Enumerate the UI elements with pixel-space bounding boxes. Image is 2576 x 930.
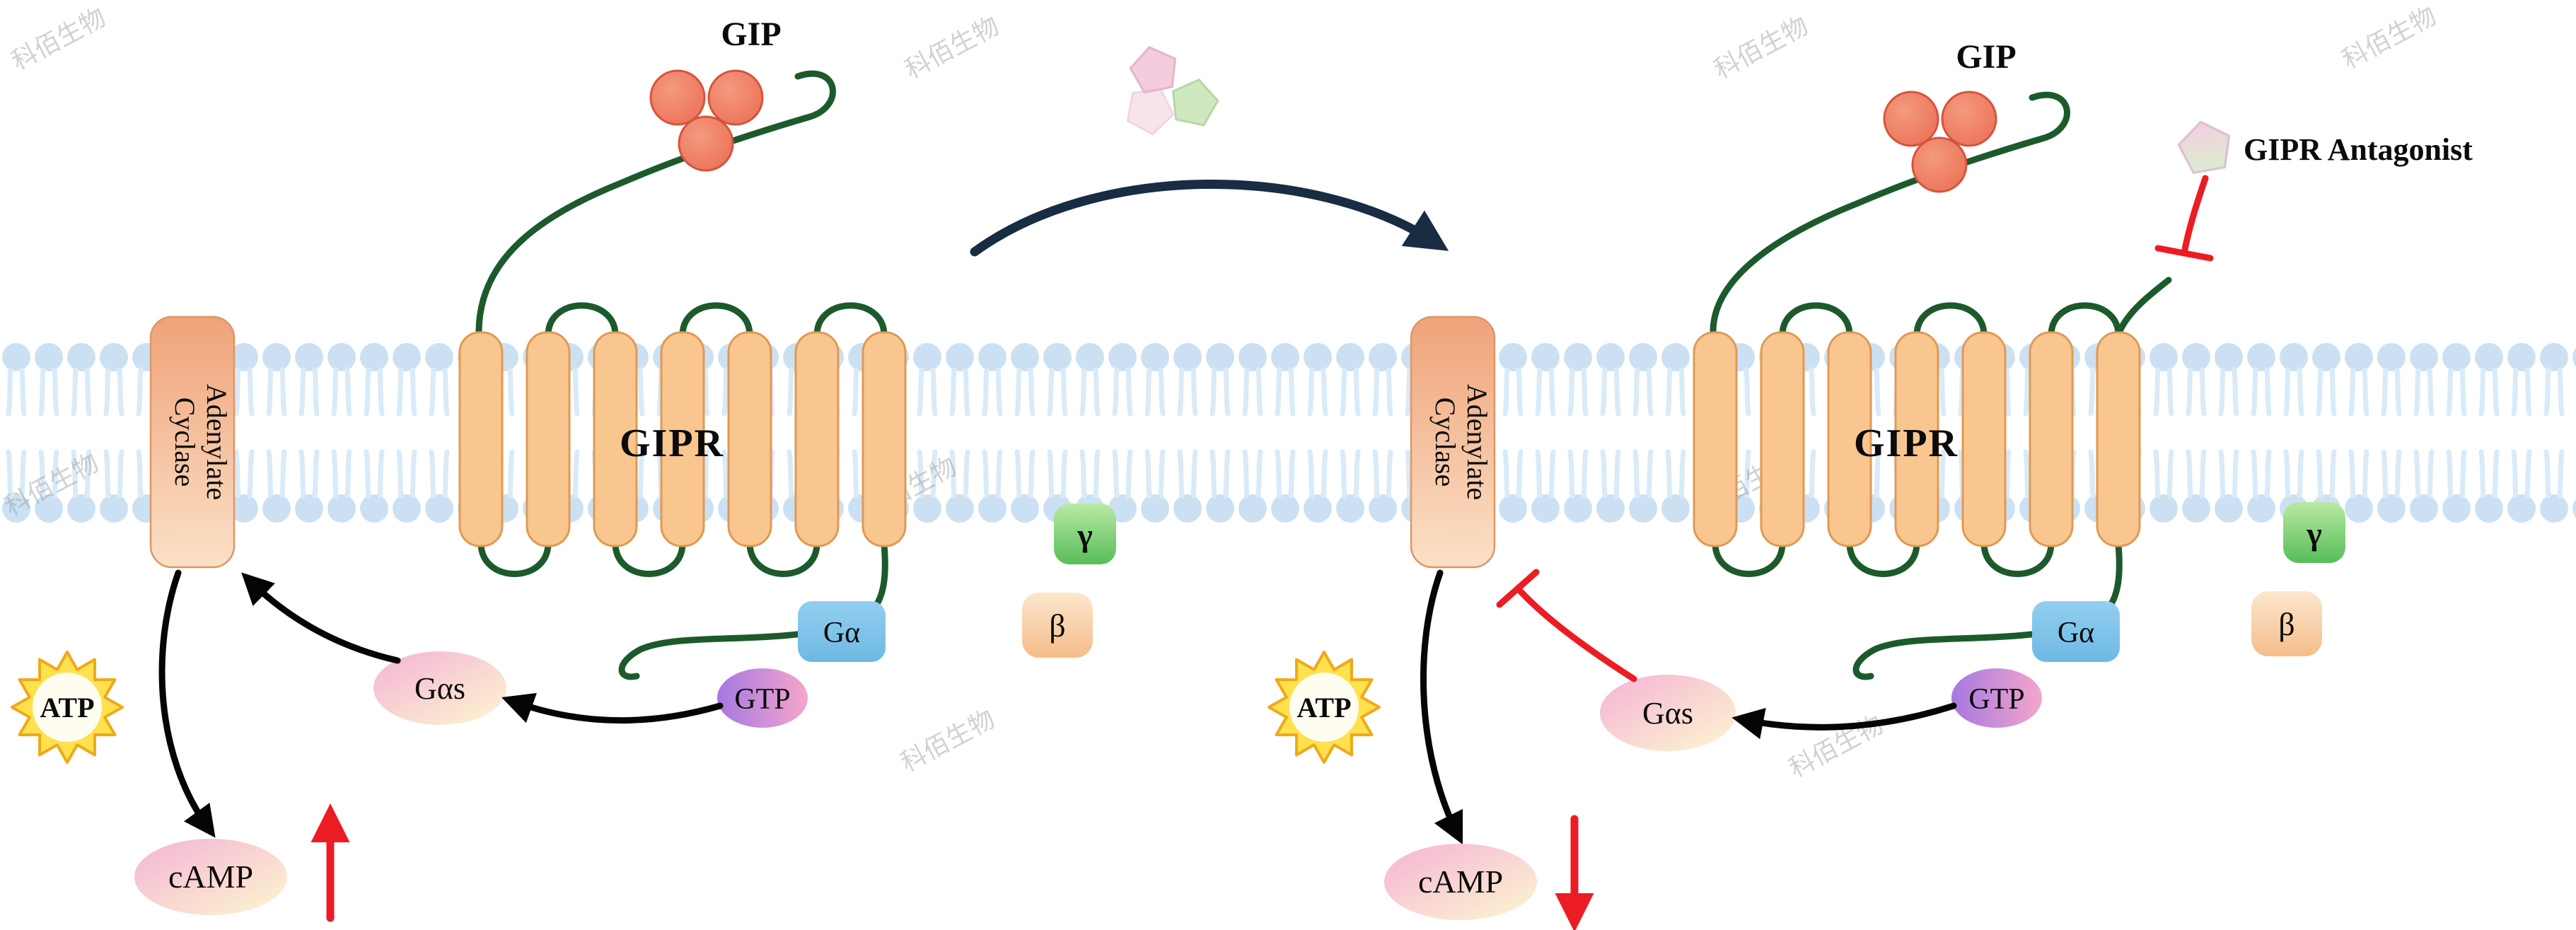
- receptor-ecd-tail: [2116, 277, 2172, 335]
- gip-ligand-circle: [707, 69, 764, 126]
- plasma-membrane: [0, 342, 2576, 524]
- beta-subunit: [2251, 591, 2322, 656]
- watermark-text: 科佰生物: [896, 704, 999, 778]
- antagonist-molecule-pentagon: [1125, 41, 1182, 96]
- receptor-intracellular-loop: [1712, 540, 1786, 577]
- receptor-c-terminal-tail: [618, 541, 888, 680]
- receptor-intracellular-loop: [746, 540, 820, 577]
- receptor-n-terminal-loop: [475, 70, 836, 335]
- gip-ligand-circle: [1883, 91, 1939, 147]
- receptor-extracellular-loop: [1779, 302, 1853, 339]
- adenylate-cyclase-label-line1: Adenylate: [1461, 384, 1493, 500]
- beta-label: β: [1049, 608, 1065, 644]
- antagonist-label: GIPR Antagonist: [2244, 132, 2473, 167]
- gip-label: GIP: [1956, 38, 2016, 76]
- g-alpha-s-subunit: [373, 651, 506, 725]
- arrow-gas-to-ac: [241, 572, 401, 664]
- gip-ligand-circle: [1911, 136, 1968, 193]
- tm-helix: [1693, 331, 1738, 547]
- tm-helix: [1760, 331, 1805, 547]
- watermark-text: 科佰生物: [7, 3, 110, 76]
- antagonist-molecule-pentagon: [1166, 74, 1223, 129]
- receptor-c-terminal-tail: [1852, 541, 2123, 680]
- gtp-molecule: [1951, 668, 2042, 728]
- camp-molecule: [134, 839, 287, 915]
- receptor-intracellular-loop: [612, 540, 686, 577]
- adenylate-cyclase-label-line1: Adenylate: [201, 384, 233, 500]
- g-alpha-label: Gα: [823, 617, 860, 649]
- tm-helix: [526, 331, 571, 547]
- left-panel-active-signaling: Adenylate Cyclase GIPR GIP γ β Gα GTP: [11, 16, 1116, 922]
- gip-label: GIP: [721, 16, 781, 53]
- tm-helix: [1827, 331, 1872, 547]
- adenylate-cyclase-label-line2: Cyclase: [1429, 397, 1461, 487]
- tm-helix: [660, 331, 705, 547]
- adenylate-cyclase-body: [149, 315, 236, 569]
- watermark-text: 科佰生物: [900, 11, 1004, 85]
- receptor-extracellular-loop: [545, 302, 619, 339]
- tm-helix: [2096, 331, 2141, 547]
- tm-helix: [1894, 331, 1939, 547]
- adenylate-cyclase-label-line2: Cyclase: [169, 397, 201, 487]
- transition-arrow: [970, 179, 1449, 257]
- arrow-ac-to-camp: [1420, 569, 1463, 845]
- receptor-extracellular-loop: [813, 302, 888, 339]
- g-alpha-s-subunit: [1600, 675, 1736, 751]
- beta-subunit: [1022, 593, 1093, 658]
- gtp-label: GTP: [734, 683, 790, 716]
- antagonist-inhibition-bar: [2154, 245, 2214, 262]
- g-alpha-s-label: Gαs: [1642, 696, 1693, 731]
- antagonist-pentagon: [2174, 116, 2236, 176]
- transition-to-antagonist: [970, 41, 1449, 257]
- tm-helix: [593, 331, 638, 547]
- receptor-extracellular-loop: [1913, 302, 1988, 339]
- gip-ligand-circle: [678, 115, 734, 172]
- receptor-extracellular-loop: [2048, 302, 2122, 339]
- gamma-subunit: [2283, 502, 2345, 563]
- g-alpha-label: Gα: [2058, 617, 2094, 649]
- membrane-bottom-leaflet: [0, 444, 2576, 524]
- receptor-extracellular-loop: [679, 302, 753, 339]
- gamma-subunit: [1054, 504, 1116, 564]
- camp-molecule: [1384, 844, 1537, 920]
- membrane-top-leaflet: [0, 342, 2576, 422]
- atp-label: ATP: [40, 692, 94, 723]
- camp-label: cAMP: [1418, 864, 1503, 900]
- g-alpha-s-label: Gαs: [414, 671, 465, 706]
- g-alpha-subunit: [798, 601, 886, 662]
- arrow-gtp-to-gas: [1731, 702, 1957, 740]
- tm-helix: [727, 331, 772, 547]
- watermark-text: 科佰生物: [1710, 11, 1813, 85]
- tm-helix: [2029, 331, 2074, 547]
- gtp-molecule: [717, 668, 808, 728]
- g-alpha-subunit: [2032, 601, 2120, 662]
- gipr-receptor-label: GIPR: [1854, 422, 1959, 465]
- antagonist-inhibition-line: [2181, 175, 2209, 257]
- inhibition-gas-to-ac-line: [1514, 585, 1637, 682]
- inhibition-gas-to-ac-bar: [1496, 569, 1540, 608]
- gamma-label: γ: [2306, 516, 2322, 552]
- arrow-gtp-to-gas: [501, 692, 724, 724]
- receptor-intracellular-loop: [477, 540, 552, 577]
- tm-helix: [794, 331, 840, 547]
- watermark-text: 科佰生物: [2338, 1, 2441, 75]
- gipr-receptor-label: GIPR: [620, 422, 724, 465]
- beta-label: β: [2278, 606, 2294, 642]
- tm-helix: [1961, 331, 2007, 547]
- gtp-label: GTP: [1968, 683, 2024, 716]
- tm-helix: [861, 331, 907, 547]
- adenylate-cyclase-body: [1410, 315, 1496, 569]
- receptor-intracellular-loop: [1846, 540, 1920, 577]
- gip-ligand-circle: [649, 69, 706, 126]
- gip-ligand-circle: [1941, 91, 1997, 147]
- tm-helix: [458, 331, 504, 547]
- arrow-ac-to-camp: [158, 569, 216, 838]
- camp-label: cAMP: [168, 859, 253, 895]
- gamma-label: γ: [1077, 517, 1093, 553]
- receptor-intracellular-loop: [1980, 540, 2055, 577]
- right-panel-antagonist-inhibition: Adenylate Cyclase GIPR GIP GIPR Antagoni…: [1267, 38, 2473, 930]
- atp-label: ATP: [1296, 692, 1351, 723]
